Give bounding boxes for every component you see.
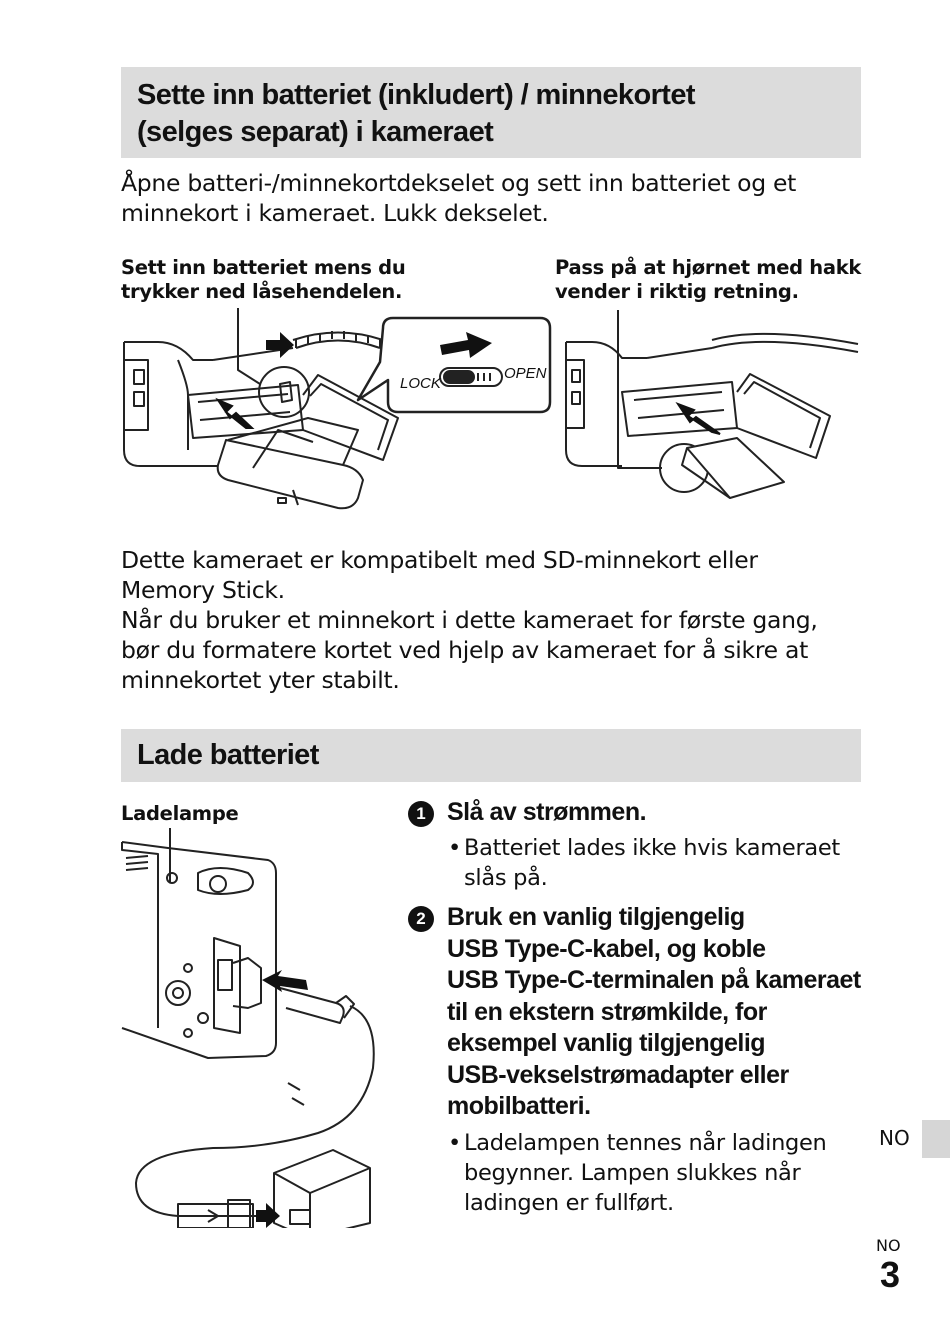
para-line-4: bør du formatere kortet ved hjelp av kam… — [121, 636, 809, 664]
step-2-title-line-2: USB Type-C-kabel, og koble — [447, 934, 766, 963]
para-line-2: Memory Stick. — [121, 576, 285, 604]
step-1-bullet: • Batteriet lades ikke hvis kameraet slå… — [448, 833, 848, 893]
step-2-title-line-4: til en ekstern strømkilde, for — [447, 997, 767, 1026]
caption-right-line-2: vender i riktig retning. — [555, 280, 799, 303]
arrow-right-icon — [266, 332, 294, 358]
step-2-bullet-line-3: ladingen er fullført. — [464, 1190, 674, 1216]
caption-left-line-1: Sett inn batteriet mens du — [121, 256, 406, 279]
section-heading-charge-battery: Lade batteriet — [121, 729, 861, 782]
step-2-title-line-1: Bruk en vanlig tilgjengelig — [447, 903, 745, 931]
charging-illustration — [121, 828, 375, 1228]
section-heading-charge: Lade batteriet — [137, 739, 319, 771]
caption-right-line-1: Pass på at hjørnet med hakk — [555, 256, 862, 279]
language-side-label: NO — [879, 1126, 910, 1150]
language-side-tab — [922, 1120, 950, 1158]
section-heading-line-2: (selges separat) i kameraet — [137, 116, 494, 148]
memory-card-insertion-illustration — [565, 310, 859, 499]
lock-label: LOCK — [400, 375, 442, 392]
step-1-bullet-line-2: slås på. — [464, 865, 548, 891]
arrow-insert-card-icon — [675, 401, 721, 435]
para-line-5: minnekortet yter stabilt. — [121, 666, 400, 694]
para-line-3: Når du bruker et minnekort i dette kamer… — [121, 606, 818, 634]
step-2-bullet: • Ladelampen tennes når ladingen begynne… — [448, 1128, 848, 1218]
intro-line-1: Åpne batteri-/minnekortdekselet og sett … — [121, 169, 797, 197]
step-2-title-line-7: mobilbatteri. — [447, 1092, 591, 1120]
page-number: 3 — [880, 1254, 901, 1295]
intro-paragraph: Åpne batteri-/minnekortdekselet og sett … — [121, 168, 796, 228]
step-1-number: 1 — [408, 801, 434, 827]
step-2-title-line-6: USB-vekselstrømadapter eller — [447, 1060, 789, 1089]
arrow-usb-c-icon — [262, 970, 308, 992]
arrow-insert-icon — [215, 397, 255, 429]
battery-insertion-illustration: LOCK OPEN — [123, 308, 552, 510]
para-line-1: Dette kameraet er kompatibelt med SD-min… — [121, 546, 758, 574]
caption-left: Sett inn batteriet mens du trykker ned l… — [121, 256, 406, 304]
charge-lamp-label: Ladelampe — [121, 802, 239, 825]
section-heading-line-1: Sette inn batteriet (inkludert) / minnek… — [137, 79, 696, 111]
bullet-dot: • — [448, 1130, 461, 1156]
arrow-right-icon-bubble — [440, 332, 492, 358]
step-1-bullet-line-1: Batteriet lades ikke hvis kameraet — [464, 835, 840, 861]
step-2-title: Bruk en vanlig tilgjengelig USB Type-C-k… — [447, 902, 867, 1123]
caption-left-line-2: trykker ned låsehendelen. — [121, 280, 403, 303]
open-label: OPEN — [504, 365, 547, 382]
section-heading-insert-battery: Sette inn batteriet (inkludert) / minnek… — [121, 67, 861, 158]
caption-right: Pass på at hjørnet med hakk vender i rik… — [555, 256, 861, 304]
step-2-title-line-3: USB Type-C-terminalen på kameraet — [447, 966, 861, 994]
compatibility-paragraph: Dette kameraet er kompatibelt med SD-min… — [121, 545, 818, 695]
page-language: NO — [876, 1236, 901, 1255]
step-2-bullet-line-1: Ladelampen tennes når ladingen — [464, 1130, 827, 1156]
bullet-dot: • — [448, 835, 461, 861]
step-2-bullet-line-2: begynner. Lampen slukkes når — [464, 1160, 801, 1186]
step-1-title: Slå av strømmen. — [447, 798, 647, 826]
intro-line-2: minnekort i kameraet. Lukk dekselet. — [121, 199, 549, 227]
step-2-number: 2 — [408, 906, 434, 932]
arrow-usb-a-icon — [256, 1203, 280, 1228]
step-2-title-line-5: eksempel vanlig tilgjengelig — [447, 1029, 766, 1057]
